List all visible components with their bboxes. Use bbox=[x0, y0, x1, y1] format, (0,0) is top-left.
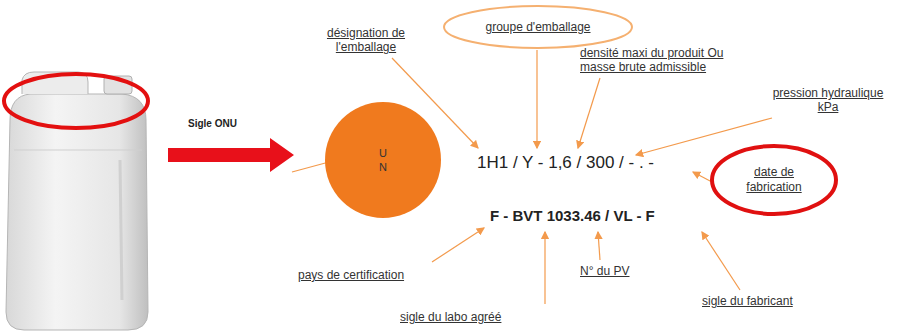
field-label: N° du PV bbox=[580, 264, 630, 278]
field-label: pays de certification bbox=[298, 268, 404, 282]
marking-code: F - BVT 1033.46 / VL - F bbox=[490, 207, 655, 224]
node-text: date de fabrication bbox=[736, 165, 812, 195]
field-label: désignation de l'emballage bbox=[314, 26, 418, 54]
field-label: sigle du fabricant bbox=[702, 294, 793, 308]
field-label: sigle du labo agréé bbox=[400, 310, 501, 324]
un-circle: U N bbox=[325, 102, 441, 218]
un-circle-outline bbox=[325, 102, 441, 218]
node-text: U N bbox=[377, 146, 389, 174]
marking-code: 1H1 / Y - 1,6 / 300 / - . - bbox=[477, 153, 654, 172]
field-label: pression hydraulique kPa bbox=[763, 86, 893, 114]
highlight-ellipse: date de fabrication bbox=[712, 146, 836, 214]
jerrycan bbox=[4, 72, 148, 330]
arrow-label: Sigle ONU bbox=[188, 118, 237, 130]
red-arrow bbox=[168, 138, 294, 172]
field-label: densité maxi du produit Ou masse brute a… bbox=[580, 46, 732, 74]
node-text: groupe d'emballage bbox=[485, 20, 590, 35]
leader-lines bbox=[392, 50, 772, 304]
callout-ellipse: groupe d'emballage bbox=[444, 6, 632, 48]
